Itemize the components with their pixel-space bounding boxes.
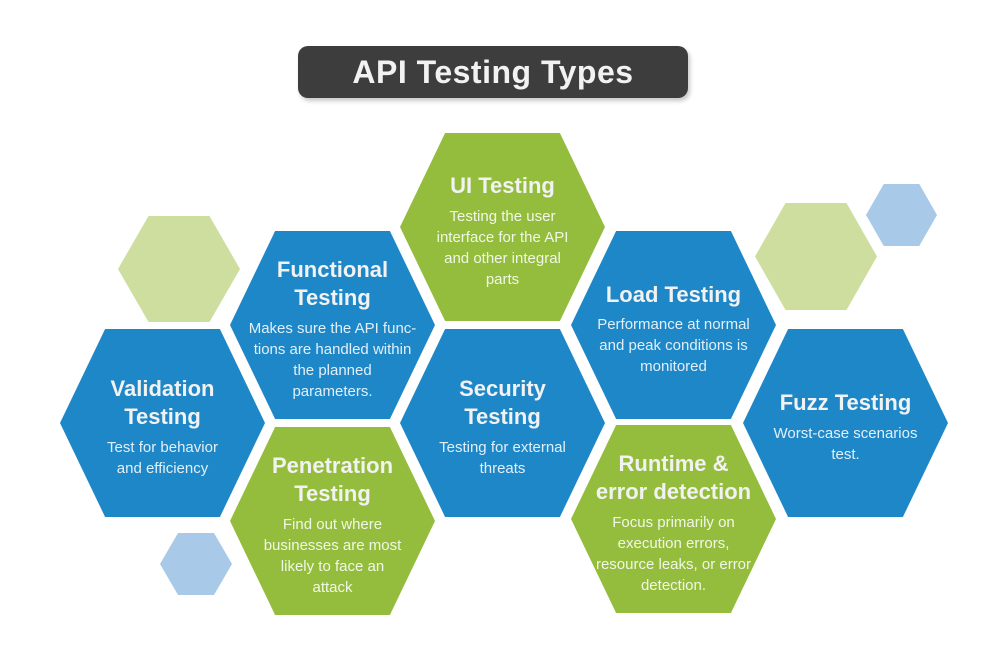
hexagon-penetration-testing: Penetration Testing Find out where busin…: [230, 427, 435, 615]
hexagon-body: Worst-case scenarios test.: [773, 424, 918, 463]
hexagon-content: Functional Testing Makes sure the API fu…: [238, 248, 428, 402]
hexagon-runtime-error-detection: Runtime & error detection Focus primaril…: [571, 425, 776, 613]
decor-hexagon-light-green-left: [118, 216, 240, 322]
hexagon-title: Fuzz Testing: [779, 390, 912, 416]
hexagon-content: Fuzz Testing Worst-case scenarios test.: [751, 381, 941, 465]
hexagon-functional-testing: Functional Testing Makes sure the API fu…: [230, 231, 435, 419]
hexagon-body: Performance at normal and peak condition…: [597, 316, 750, 376]
hexagon-body: Testing the user interface for the API a…: [436, 207, 569, 288]
decor-hexagon-light-blue-bottom-left: [160, 533, 232, 595]
hexagon-title: Load Testing: [605, 281, 742, 307]
diagram-title: API Testing Types: [352, 53, 634, 90]
hexagon-content: UI Testing Testing the user interface fo…: [408, 164, 598, 290]
hexagon-body: Testing for external threats: [439, 438, 566, 477]
hexagon-body: Find out where businesses are most likel…: [263, 515, 402, 596]
hexagon-title: Functional Testing: [276, 257, 389, 310]
hexagon-body: Makes sure the API func- tions are handl…: [248, 319, 417, 400]
hexagon-content: Penetration Testing Find out where busin…: [238, 444, 428, 598]
hexagon-body: Focus primarily on execution errors, res…: [595, 513, 752, 594]
hexagon-content: Security Testing Testing for external th…: [408, 367, 598, 479]
hexagon-title: Penetration Testing: [271, 453, 394, 506]
hexagon-ui-testing: UI Testing Testing the user interface fo…: [400, 133, 605, 321]
hexagon-content: Runtime & error detection Focus primaril…: [579, 442, 769, 596]
hexagon-content: Load Testing Performance at normal and p…: [579, 273, 769, 378]
hexagon-fuzz-testing: Fuzz Testing Worst-case scenarios test.: [743, 329, 948, 517]
hexagon-content: Validation Testing Test for behavior and…: [68, 367, 258, 479]
decor-hexagon-light-green-right: [755, 203, 877, 310]
hexagon-title: Security Testing: [459, 376, 546, 429]
hexagon-load-testing: Load Testing Performance at normal and p…: [571, 231, 776, 419]
hexagon-title: Runtime & error detection: [595, 451, 752, 504]
hexagon-validation-testing: Validation Testing Test for behavior and…: [60, 329, 265, 517]
hexagon-security-testing: Security Testing Testing for external th…: [400, 329, 605, 517]
hexagon-title: Validation Testing: [110, 376, 215, 429]
decor-hexagon-light-blue-top-right: [866, 184, 937, 246]
hexagon-title: UI Testing: [450, 173, 555, 199]
diagram-title-badge: API Testing Types: [298, 46, 688, 98]
hexagon-body: Test for behavior and efficiency: [107, 438, 218, 477]
